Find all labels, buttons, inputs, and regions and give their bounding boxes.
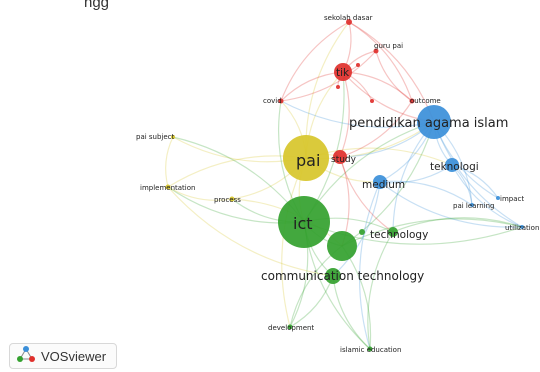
node-green-minor[interactable] <box>359 229 365 235</box>
node-pai-learning[interactable] <box>470 203 474 207</box>
label-implementation: implementation <box>140 184 195 192</box>
edge <box>167 186 233 201</box>
edge <box>289 275 334 328</box>
edge <box>280 50 377 102</box>
node-covid[interactable] <box>278 98 284 104</box>
nodes-layer <box>165 19 524 352</box>
node-tik[interactable] <box>334 63 352 81</box>
label-pendidikan-agama-islam: pendidikan agama islam <box>349 116 508 131</box>
node-red-minor-1[interactable] <box>336 85 340 89</box>
edge <box>165 136 174 188</box>
cropped-header-text: ngg <box>84 0 110 11</box>
vosviewer-brand-text: VOSviewer <box>41 348 107 364</box>
edge <box>392 217 523 233</box>
label-development: development <box>268 324 314 332</box>
edge <box>367 231 394 350</box>
node-sekolah-dasar[interactable] <box>346 19 352 25</box>
label-impact: impact <box>500 195 524 203</box>
label-teknologi: teknologi <box>430 161 479 173</box>
label-pai-learning: pai learning <box>453 202 494 210</box>
edge <box>280 21 350 102</box>
label-process: process <box>214 196 241 204</box>
edge <box>339 100 413 158</box>
node-utilization[interactable] <box>520 225 524 229</box>
node-red-minor-2[interactable] <box>370 99 374 103</box>
edge <box>348 21 413 102</box>
node-ict[interactable] <box>278 196 330 248</box>
node-islamic-education[interactable] <box>367 346 373 352</box>
edge <box>341 121 435 247</box>
label-pai-subject: pai subject <box>136 133 175 141</box>
edge <box>379 164 453 184</box>
edge <box>451 164 523 228</box>
label-sekolah-dasar: sekolah dasar <box>324 14 373 22</box>
node-red-minor-3[interactable] <box>356 63 360 67</box>
node-guru-pai[interactable] <box>373 48 379 54</box>
node-medium[interactable] <box>373 175 387 189</box>
node-pai[interactable] <box>283 135 329 181</box>
label-islamic-education: islamic education <box>340 346 401 354</box>
label-ict: ict <box>293 214 313 233</box>
node-pai-subject[interactable] <box>171 135 175 139</box>
labels-layer: sekolah dasar guru pai tik covid outcome… <box>136 14 539 354</box>
label-communication-technology: communication technology <box>261 269 424 283</box>
label-pai: pai <box>296 151 320 170</box>
node-process[interactable] <box>229 196 235 202</box>
edge <box>358 181 381 350</box>
edge <box>348 21 435 123</box>
edge <box>280 100 435 128</box>
edge <box>332 275 371 350</box>
node-communication-technology[interactable] <box>325 268 341 284</box>
node-study[interactable] <box>333 150 347 164</box>
label-medium: medium <box>362 179 405 191</box>
label-technology: technology <box>370 229 428 241</box>
label-covid: covid <box>263 97 282 105</box>
node-pendidikan-agama-islam[interactable] <box>417 105 451 139</box>
edge <box>379 180 473 206</box>
edge <box>303 221 523 245</box>
label-outcome: outcome <box>410 97 441 105</box>
edge <box>379 181 523 228</box>
edge <box>339 156 394 233</box>
vosviewer-brand: VOSviewer <box>9 343 117 369</box>
edge <box>375 50 413 102</box>
label-guru-pai: guru pai <box>374 42 403 50</box>
vosviewer-logo-icon <box>16 345 36 367</box>
node-impact[interactable] <box>496 196 500 200</box>
node-development[interactable] <box>287 324 293 330</box>
label-study: study <box>331 155 357 165</box>
edge <box>167 186 334 277</box>
label-tik: tik <box>336 67 350 79</box>
label-utilization: utilization <box>505 224 539 232</box>
node-teknologi[interactable] <box>445 158 459 172</box>
edge <box>341 218 523 247</box>
node-green-mid[interactable] <box>327 231 357 261</box>
node-technology[interactable] <box>388 227 398 237</box>
node-implementation[interactable] <box>165 184 171 190</box>
edge <box>332 181 381 277</box>
node-outcome[interactable] <box>409 98 415 104</box>
edge <box>339 71 350 158</box>
